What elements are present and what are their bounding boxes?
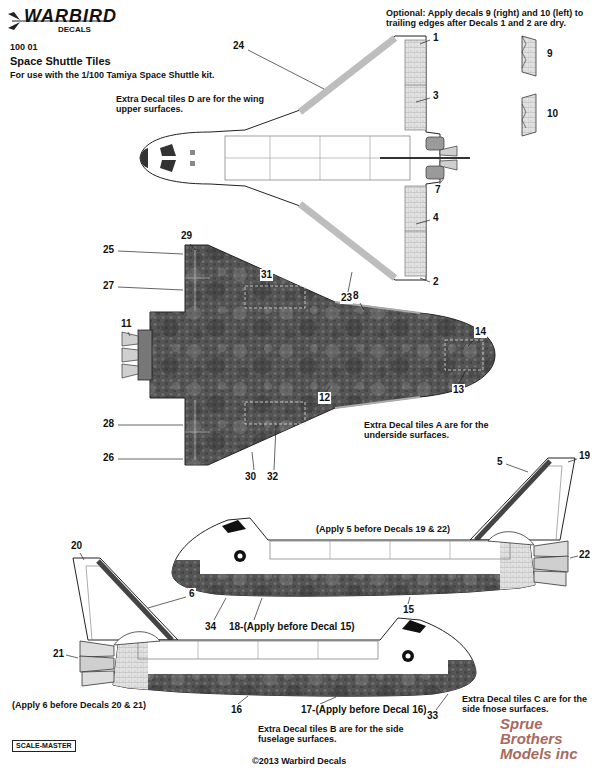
callout-number: 24 xyxy=(232,40,245,52)
callout-number: 13 xyxy=(452,384,465,396)
callout-number: 12 xyxy=(318,392,331,404)
note-text: Extra Decal tiles D are for the wing upp… xyxy=(116,94,266,115)
callout-number: 15 xyxy=(402,604,415,616)
callout-number: 26 xyxy=(102,452,115,464)
callout-number: 16 xyxy=(230,704,243,716)
copyright-text: ©2013 Warbird Decals xyxy=(252,756,346,766)
callout-number: 33 xyxy=(426,710,439,722)
callout-number: 11 xyxy=(120,318,133,330)
callout-number: 22 xyxy=(578,549,591,561)
note-text: (Apply 6 before Decals 20 & 21) xyxy=(12,700,146,710)
callout-number: 25 xyxy=(102,244,115,256)
note-text: Extra Decal tiles B are for the side fus… xyxy=(258,724,433,745)
callout-number: 14 xyxy=(474,326,487,338)
callout-number: 3 xyxy=(432,90,440,102)
logo-text: SCALE-MASTER xyxy=(12,740,76,752)
callout-number: 27 xyxy=(102,280,115,292)
logo-text: WARBIRD xyxy=(24,6,117,27)
note-text: Extra Decal tiles A are for the undersid… xyxy=(364,420,514,441)
callout-number: 1 xyxy=(432,32,440,44)
callout-number: 6 xyxy=(188,588,196,600)
callout-number: 2 xyxy=(432,276,440,288)
callout-number: 19 xyxy=(578,450,591,462)
callout-number: 30 xyxy=(244,471,257,483)
callout-number: 28 xyxy=(102,418,115,430)
logo-text: DECALS xyxy=(58,25,91,34)
callout-number: 29 xyxy=(180,230,193,242)
callout-number: 31 xyxy=(260,269,273,281)
subtitle-text: For use with the 1/100 Tamiya Space Shut… xyxy=(10,70,214,80)
note-text: Optional: Apply decals 9 (right) and 10 … xyxy=(386,8,594,29)
callout-number: 4 xyxy=(432,212,440,224)
callout-number: 21 xyxy=(52,648,65,660)
callout-number: 34 xyxy=(204,621,217,633)
sheet-title: Space Shuttle Tiles xyxy=(10,55,111,67)
callout-number: 5 xyxy=(496,456,504,468)
product-number: 100 01 xyxy=(10,42,38,52)
note-text: Extra Decal tiles C are for the side fno… xyxy=(462,694,592,715)
watermark: Sprue Brothers Models inc xyxy=(500,716,595,761)
callout-number: 9 xyxy=(546,48,554,60)
note-text: (Apply 5 before Decals 19 & 22) xyxy=(316,524,450,534)
callout-number: 32 xyxy=(266,471,279,483)
callout-number: 8 xyxy=(352,290,360,302)
callout-number: 7 xyxy=(434,184,442,196)
callout-number: 17-(Apply before Decal 16) xyxy=(300,704,428,716)
callout-number: 18-(Apply before Decal 15) xyxy=(228,621,356,633)
callout-number: 20 xyxy=(70,540,83,552)
callout-number: 10 xyxy=(546,108,559,120)
